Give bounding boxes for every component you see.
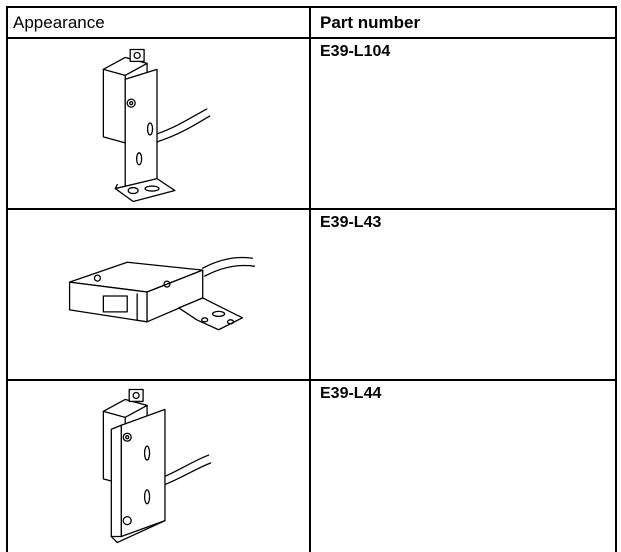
horizontal-bracket-mount-icon bbox=[68, 257, 256, 331]
part-number: E39-L44 bbox=[320, 385, 382, 403]
header-part-number: Part number bbox=[309, 5, 617, 40]
part-number: E39-L43 bbox=[320, 214, 382, 232]
part-number-cell: E39-L104 bbox=[309, 37, 617, 211]
table-header-row: Appearance Part number bbox=[6, 5, 617, 40]
appearance-cell bbox=[6, 208, 311, 382]
header-appearance: Appearance bbox=[6, 5, 311, 40]
table-row: E39-L44 bbox=[6, 379, 617, 552]
part-number: E39-L104 bbox=[320, 43, 391, 61]
table-row: E39-L104 bbox=[6, 37, 617, 211]
appearance-cell bbox=[6, 37, 311, 211]
table-row: E39-L43 bbox=[6, 208, 617, 382]
side-bracket-mount-icon bbox=[102, 388, 212, 544]
parts-table: Appearance Part number bbox=[6, 5, 617, 552]
l-bracket-mount-icon bbox=[102, 48, 211, 203]
part-number-cell: E39-L43 bbox=[309, 208, 617, 382]
appearance-cell bbox=[6, 379, 311, 552]
part-number-cell: E39-L44 bbox=[309, 379, 617, 552]
